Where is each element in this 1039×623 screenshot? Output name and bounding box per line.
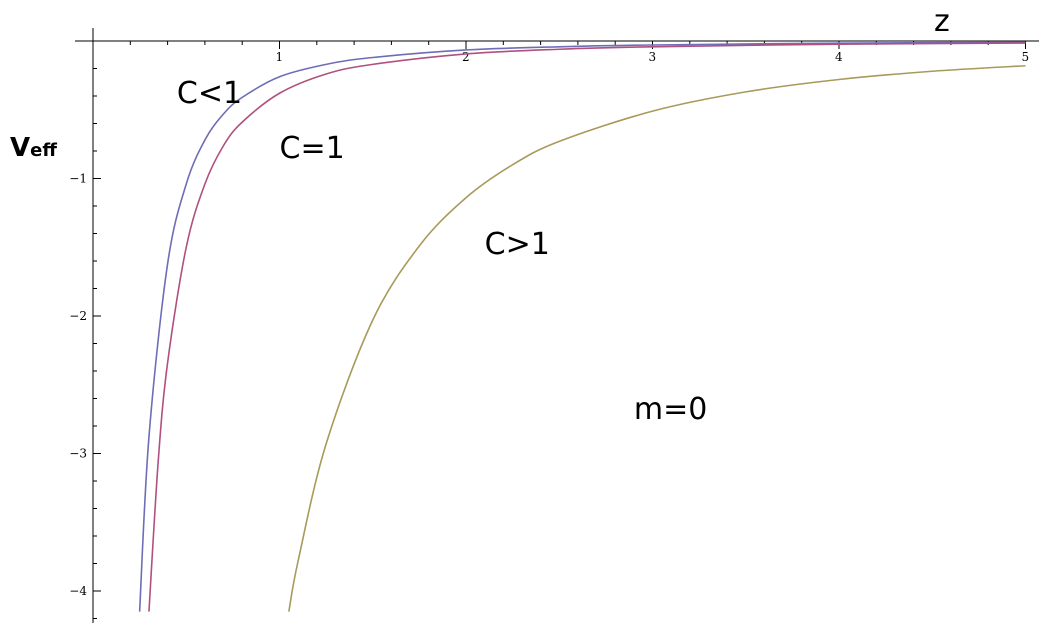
x-tick-label: 4	[835, 50, 843, 64]
annotation-label: m=0	[634, 392, 707, 427]
x-tick-label: 5	[1022, 50, 1030, 64]
annotation-label: C>1	[485, 227, 550, 262]
y-tick-label: −2	[69, 309, 87, 323]
y-tick-label: −1	[69, 172, 87, 186]
y-axis-label-subscript: eff	[30, 140, 57, 161]
series-line-1	[138, 41, 1026, 612]
axes: 1 2 3 4 5 −1 −2 −3 −4	[69, 28, 1039, 623]
y-tick-label: −4	[69, 584, 87, 598]
series-layer	[138, 41, 1026, 612]
series-line-3	[288, 64, 1026, 612]
annotation-label: C<1	[177, 76, 242, 111]
annotations: C<1C=1C>1 m=0	[177, 76, 707, 427]
x-axis-label: z	[934, 4, 950, 39]
annotation-label: C=1	[280, 131, 345, 166]
x-tick-label: 3	[649, 50, 657, 64]
series-line-2	[148, 42, 1026, 612]
x-tick-label: 2	[462, 50, 470, 64]
y-tick-label: −3	[69, 447, 87, 461]
labels: Veff z	[10, 4, 950, 163]
x-tick-label: 1	[276, 50, 284, 64]
y-axis-label: Veff	[10, 133, 57, 163]
